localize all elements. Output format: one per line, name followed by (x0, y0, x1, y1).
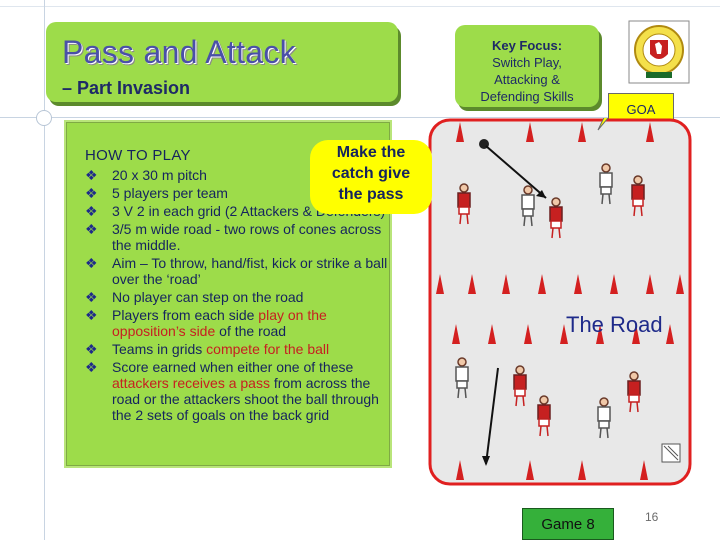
list-item: ❖5 players per team (85, 185, 228, 201)
diamond-bullet-icon: ❖ (85, 289, 98, 305)
list-item: ❖Players from each side play on the oppo… (85, 307, 327, 339)
key-focus-line: Attacking & (494, 72, 560, 87)
road-cones-lower (452, 324, 674, 344)
pass-arrow (485, 145, 547, 199)
instructions-list: ❖20 x 30 m pitch ❖5 players per team ❖3 … (85, 167, 389, 425)
title-box: Pass and Attack – Part Invasion (46, 22, 398, 102)
road-label: The Road (566, 312, 663, 337)
shot-arrow (485, 367, 499, 465)
instructions-heading: HOW TO PLAY (85, 147, 191, 164)
slide-subtitle: – Part Invasion (62, 78, 191, 98)
key-focus-box: Key Focus: Switch Play, Attacking & Defe… (455, 25, 599, 107)
frame-corner-circle (36, 110, 52, 126)
list-item: ❖No player can step on the road (85, 289, 304, 305)
player-icon (457, 163, 645, 239)
player-icon (455, 357, 641, 439)
page-number: 16 (645, 510, 659, 524)
list-item: ❖3/5 m wide road - two rows of cones acr… (85, 221, 382, 253)
diamond-bullet-icon: ❖ (85, 167, 98, 183)
list-item: ❖20 x 30 m pitch (85, 167, 207, 183)
frame-line-vertical (44, 0, 45, 540)
front-goal-cones (456, 460, 648, 480)
diamond-bullet-icon: ❖ (85, 341, 98, 357)
game-label: Game 8 (522, 508, 614, 540)
diamond-bullet-icon: ❖ (85, 185, 98, 201)
pitch-diagram (428, 118, 692, 486)
list-item: ❖Aim – To throw, hand/fist, kick or stri… (85, 255, 388, 287)
key-focus-line: Switch Play, (492, 55, 562, 70)
diamond-bullet-icon: ❖ (85, 203, 98, 219)
frame-line-horizontal (0, 117, 720, 118)
goal-icon (661, 443, 681, 463)
key-focus-line: Defending Skills (480, 89, 574, 104)
club-crest-icon (628, 20, 690, 84)
goal-label-pointer (597, 118, 609, 131)
diamond-bullet-icon: ❖ (85, 359, 98, 375)
list-item: ❖Teams in grids compete for the ball (85, 341, 330, 357)
diamond-bullet-icon: ❖ (85, 255, 98, 271)
callout-bubble: Make the catch give the pass (310, 140, 432, 214)
road-cones-upper (436, 274, 684, 294)
diamond-bullet-icon: ❖ (85, 221, 98, 237)
frame-line-top (0, 6, 720, 7)
cone-icon (456, 122, 654, 142)
pitch-boundary (428, 118, 692, 486)
list-item: ❖Score earned when either one of these a… (85, 359, 379, 423)
key-focus-heading: Key Focus: (491, 38, 563, 53)
diamond-bullet-icon: ❖ (85, 307, 98, 323)
slide-title: Pass and Attack (62, 34, 296, 70)
